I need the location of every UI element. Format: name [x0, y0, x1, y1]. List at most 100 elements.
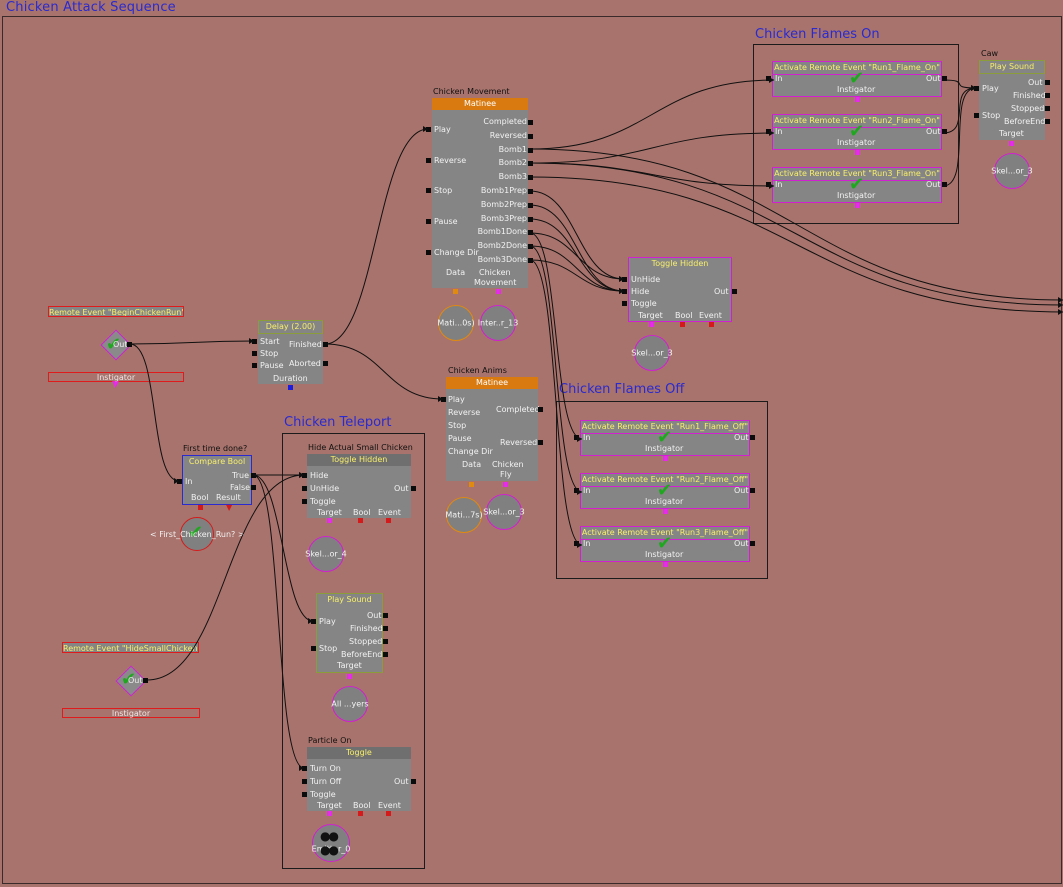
particle-out-connector[interactable] [411, 779, 416, 784]
delay-duration-connector[interactable] [288, 385, 293, 390]
flames-off-instigator-connector-1[interactable] [663, 456, 668, 461]
flames-off-node-1[interactable]: Activate Remote Event "Run1_Flame_Off" [580, 420, 750, 456]
matinee-movement-out-connector-9[interactable] [528, 244, 533, 250]
hide-small-toggle-connector[interactable] [302, 499, 307, 504]
particle-toggle-node[interactable]: Toggle [307, 747, 411, 811]
caw-beforeend-connector[interactable] [1045, 119, 1050, 124]
play-sound-beforeend-connector[interactable] [383, 652, 388, 657]
matinee-anims-node[interactable]: Matinee [446, 377, 538, 481]
flames-on-node-3[interactable]: Activate Remote Event "Run3_Flame_On" [772, 167, 942, 203]
caw-finished-connector[interactable] [1045, 93, 1050, 98]
emitter-variable[interactable]: Emitter_0 [312, 824, 350, 862]
particle-event-connector[interactable] [386, 811, 391, 816]
flames-on-out-connector-3[interactable] [942, 182, 947, 187]
flames-off-out-connector-1[interactable] [750, 435, 755, 440]
matinee-anims-data-connector[interactable] [469, 482, 474, 487]
play-sound-target-connector[interactable] [347, 674, 352, 679]
delay-node[interactable]: Delay (2.00) [258, 320, 323, 384]
matinee-anims-chicken-connector[interactable] [503, 482, 508, 487]
interp-actor-variable[interactable]: Inter..r_13 [478, 305, 518, 341]
play-sound-finished-connector[interactable] [383, 626, 388, 631]
flames-on-out-connector-1[interactable] [942, 76, 947, 81]
matinee-movement-pause-connector[interactable] [426, 219, 431, 224]
flames-off-node-2[interactable]: Activate Remote Event "Run2_Flame_Off" [580, 473, 750, 509]
play-sound-play-connector[interactable] [311, 619, 316, 624]
flames-off-instigator-connector-3[interactable] [663, 562, 668, 567]
remote-event-hide-out-connector[interactable] [143, 678, 148, 683]
caw-play-sound-node[interactable]: Play Sound [979, 60, 1045, 140]
all-players-variable[interactable]: All ...yers [331, 686, 369, 722]
play-sound-stopped-connector[interactable] [383, 639, 388, 644]
matinee-data-variable[interactable]: Mati...0s) [437, 305, 475, 341]
caw-target-variable[interactable]: Skel...or_3 [991, 153, 1033, 189]
matinee-movement-changedir-connector[interactable] [426, 250, 431, 255]
caw-target-connector[interactable] [1009, 141, 1014, 146]
particle-toggle-connector[interactable] [302, 792, 307, 797]
matinee-movement-node[interactable]: Matinee [432, 98, 528, 288]
delay-aborted-connector[interactable] [323, 361, 328, 366]
flames-on-node-2[interactable]: Activate Remote Event "Run2_Flame_On" [772, 114, 942, 150]
hide-small-target-connector[interactable] [327, 518, 332, 523]
skeletal-actor-3-variable-b[interactable]: Skel...or_3 [631, 335, 673, 371]
flames-off-in-connector-3[interactable] [574, 541, 579, 546]
toggle-hidden-node[interactable]: Toggle Hidden [628, 257, 732, 322]
matinee-movement-out-connector-2[interactable] [528, 147, 533, 153]
play-sound-stop-connector[interactable] [311, 646, 316, 651]
comment-flames-off-box[interactable] [556, 401, 768, 579]
matinee-movement-data-connector[interactable] [453, 289, 458, 294]
hide-small-node[interactable]: Toggle Hidden [307, 454, 411, 518]
remote-event-begin-out-connector[interactable] [127, 342, 132, 347]
particle-turn-off-connector[interactable] [302, 779, 307, 784]
toggle-hidden-out-connector[interactable] [732, 289, 737, 294]
comment-teleport-box[interactable] [282, 433, 425, 869]
play-sound-node[interactable]: Play Sound [316, 593, 383, 673]
hide-small-event-connector[interactable] [386, 518, 391, 523]
hide-small-hide-connector[interactable] [302, 473, 307, 478]
hide-small-out-connector[interactable] [411, 486, 416, 491]
flames-on-in-connector-3[interactable] [766, 182, 771, 187]
matinee-movement-stop-connector[interactable] [426, 188, 431, 193]
flames-on-instigator-connector-2[interactable] [855, 150, 860, 155]
flames-on-in-connector-2[interactable] [766, 129, 771, 134]
toggle-hidden-bool-connector[interactable] [680, 322, 685, 327]
toggle-hidden-unhide-connector[interactable] [622, 277, 627, 282]
flames-off-node-3[interactable]: Activate Remote Event "Run3_Flame_Off" [580, 526, 750, 562]
flames-off-out-connector-2[interactable] [750, 488, 755, 493]
flames-on-instigator-connector-3[interactable] [855, 203, 860, 208]
skeletal-actor-3-variable[interactable]: Skel...or_3 [483, 494, 525, 530]
matinee-anims-play-connector[interactable] [441, 397, 446, 402]
matinee-movement-out-connector-1[interactable] [528, 133, 533, 139]
hide-small-bool-connector[interactable] [358, 518, 363, 523]
remote-event-begin-chicken-run[interactable]: Remote Event "BeginChickenRun" [48, 306, 184, 317]
flames-off-instigator-connector-2[interactable] [663, 509, 668, 514]
caw-play-connector[interactable] [974, 86, 979, 91]
matinee-anims-reversed-connector[interactable] [538, 440, 543, 445]
hide-small-unhide-connector[interactable] [302, 486, 307, 491]
play-sound-out-connector[interactable] [383, 613, 388, 618]
matinee-movement-play-connector[interactable] [426, 127, 431, 132]
matinee-movement-chicken-connector[interactable] [496, 289, 501, 294]
caw-stop-connector[interactable] [974, 113, 979, 118]
skeletal-actor-4-variable[interactable]: Skel...or_4 [305, 536, 347, 572]
particle-target-connector[interactable] [327, 811, 332, 816]
delay-pause-connector[interactable] [252, 363, 257, 368]
matinee-movement-out-connector-3[interactable] [528, 161, 533, 167]
flames-on-instigator-connector-1[interactable] [855, 97, 860, 102]
particle-bool-connector[interactable] [358, 811, 363, 816]
toggle-hidden-hide-connector[interactable] [622, 289, 627, 294]
flames-off-in-connector-2[interactable] [574, 488, 579, 493]
matinee-movement-reverse-connector[interactable] [426, 158, 431, 163]
flames-on-out-connector-2[interactable] [942, 129, 947, 134]
flames-on-node-1[interactable]: Activate Remote Event "Run1_Flame_On" [772, 61, 942, 97]
first-chicken-run-variable[interactable] [180, 517, 214, 551]
toggle-hidden-toggle-connector[interactable] [622, 301, 627, 306]
compare-bool-bool-connector[interactable] [198, 505, 203, 510]
delay-start-connector[interactable] [252, 339, 257, 344]
toggle-hidden-target-connector[interactable] [649, 322, 654, 327]
matinee-anims-completed-connector[interactable] [538, 407, 543, 412]
flames-on-in-connector-1[interactable] [766, 76, 771, 81]
toggle-hidden-event-connector[interactable] [709, 322, 714, 327]
flames-off-out-connector-3[interactable] [750, 541, 755, 546]
compare-bool-in-connector[interactable] [177, 479, 182, 484]
